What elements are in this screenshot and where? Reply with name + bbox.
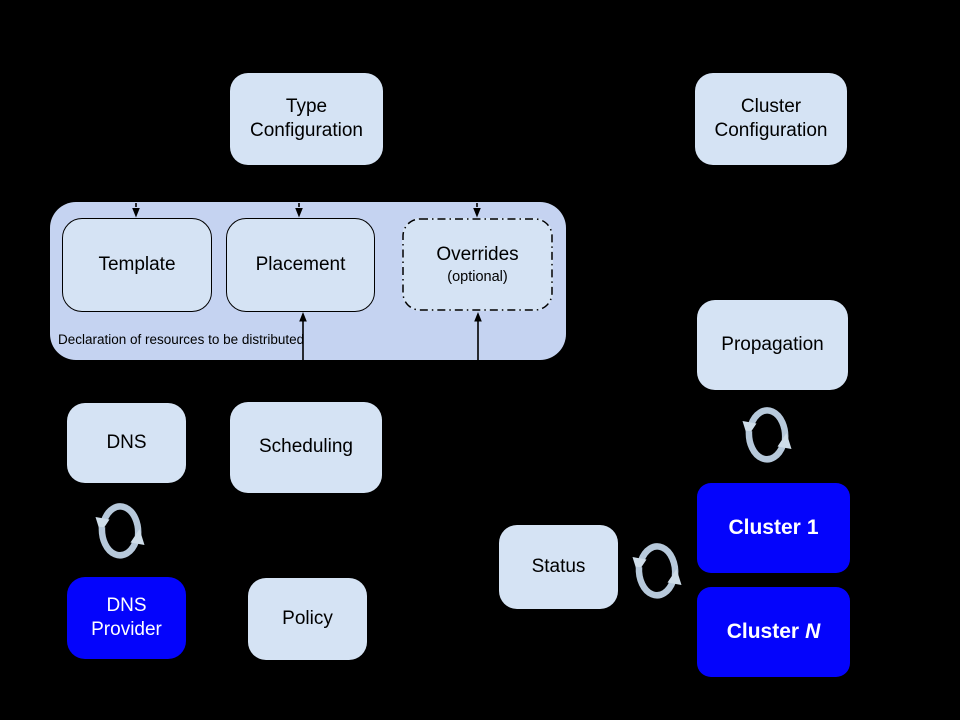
node-propagation-label: Propagation <box>721 333 824 355</box>
node-template-label: Template <box>98 253 176 275</box>
node-cluster-1-label: Cluster <box>728 515 801 539</box>
node-cluster-configuration-label: Cluster Configuration <box>714 95 828 141</box>
node-scheduling-label: Scheduling <box>258 436 354 458</box>
node-overrides: Overrides (optional) <box>402 218 553 311</box>
node-placement-label: Placement <box>255 253 346 275</box>
declaration-group-caption: Declaration of resources to be distribut… <box>58 332 305 347</box>
node-placement: Placement <box>226 218 375 312</box>
node-dns: DNS <box>67 403 186 483</box>
node-policy-label: Policy <box>282 607 333 629</box>
node-template: Template <box>62 218 212 312</box>
node-cluster-1-number: 1 <box>806 515 819 539</box>
node-overrides-sublabel: (optional) <box>447 268 508 285</box>
node-type-configuration-label: Type Configuration <box>249 95 364 141</box>
node-propagation: Propagation <box>697 300 848 390</box>
sync-icon <box>742 407 792 463</box>
node-status-label: Status <box>531 555 586 577</box>
node-overrides-label: Overrides <box>436 243 519 265</box>
node-scheduling: Scheduling <box>230 402 382 493</box>
node-cluster-n-label: Cluster <box>726 619 800 643</box>
node-cluster-n-number: N <box>805 619 821 643</box>
node-dns-provider: DNS Provider <box>67 577 186 659</box>
node-dns-provider-label: DNS Provider <box>91 594 162 640</box>
sync-icon <box>95 503 145 559</box>
node-type-configuration: Type Configuration <box>230 73 383 165</box>
sync-icon <box>632 543 682 599</box>
node-dns-label: DNS <box>106 431 147 453</box>
node-status: Status <box>499 525 618 609</box>
node-policy: Policy <box>248 578 367 660</box>
overrides-dashdot-border <box>402 218 553 311</box>
node-cluster-configuration: Cluster Configuration <box>695 73 847 165</box>
